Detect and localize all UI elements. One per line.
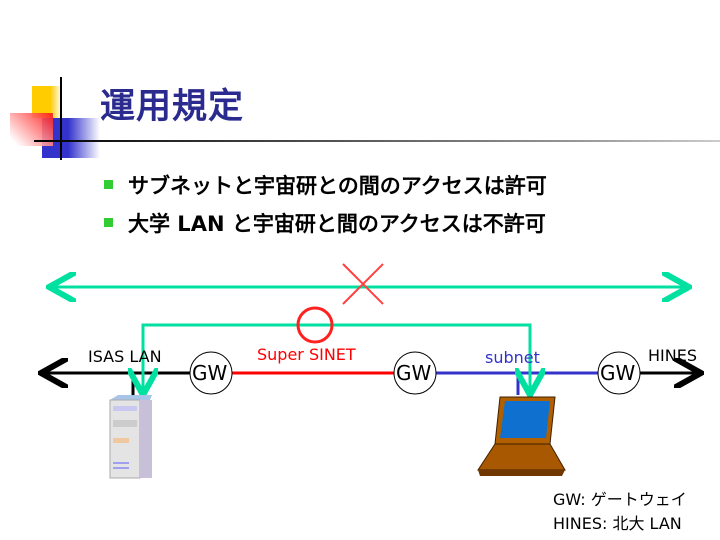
hines-label: HINES [648,346,697,365]
gw-node [597,351,641,395]
bullet-text: 大学 LAN と宇宙研と間のアクセスは不許可 [128,212,546,236]
bullet-icon [104,180,113,189]
gw-node [189,351,233,395]
subnet-label: subnet [485,348,540,367]
gw-label: GW [192,361,228,385]
bullet-icon [104,218,113,227]
legend-gw: GW: ゲートウェイ [553,490,687,509]
deny-x-mark [342,263,384,305]
isas-lan-label: ISAS LAN [88,347,162,366]
laptop-icon [477,396,566,476]
page-title: 運用規定 [100,87,245,127]
gw-label: GW [600,361,636,385]
allowed-path-arrow [143,323,530,392]
allow-circle-mark [296,306,334,344]
gw-label: GW [396,361,432,385]
legend-hines: HINES: 北大 LAN [553,514,682,533]
super-sinet-label: Super SINET [257,345,356,364]
server-icon [109,395,152,479]
bullet-text: サブネットと宇宙研との間のアクセスは許可 [128,174,547,198]
gw-node [393,351,437,395]
